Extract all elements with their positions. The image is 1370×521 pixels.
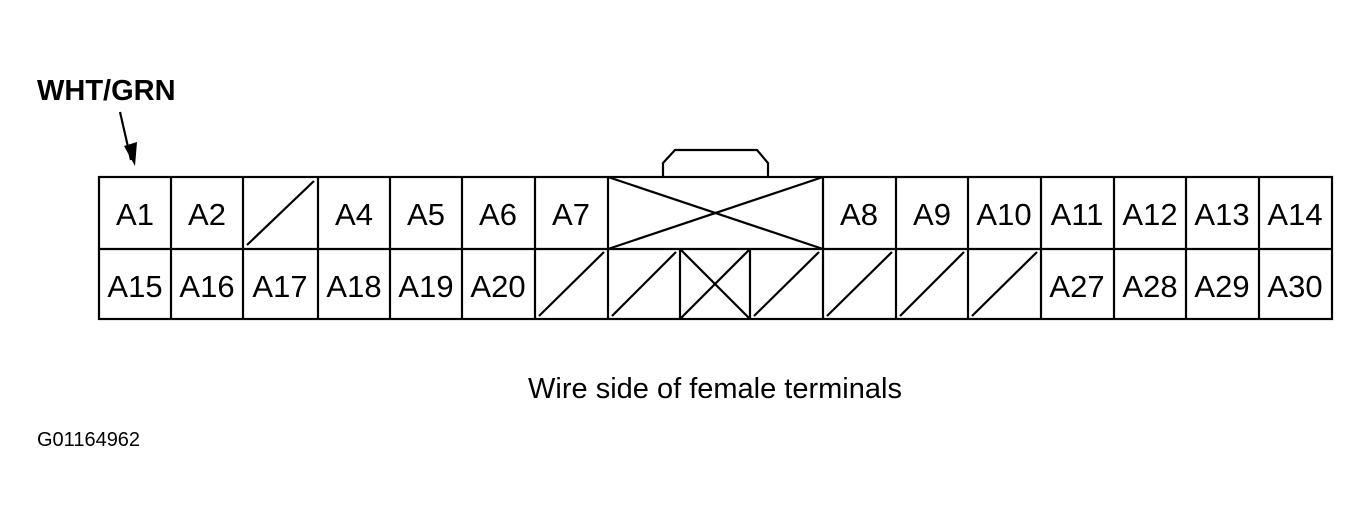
terminal-a28: A28	[1122, 269, 1177, 304]
terminal-a2: A2	[188, 197, 226, 232]
terminal-a9: A9	[913, 197, 951, 232]
terminal-a16: A16	[179, 269, 234, 304]
empty-cavity	[611, 251, 677, 317]
terminal-a7: A7	[552, 197, 590, 232]
blanked-cavity-cross	[607, 175, 824, 251]
empty-cavity	[538, 251, 605, 317]
terminal-a13: A13	[1194, 197, 1249, 232]
empty-cavity	[899, 251, 965, 317]
terminal-a6: A6	[479, 197, 517, 232]
top-row: A1 A2 A4 A5 A6 A7 A8 A9 A10 A11 A12 A13 …	[116, 175, 1323, 251]
connector-latch	[661, 148, 770, 177]
wire-pointer-arrow	[118, 111, 137, 166]
terminal-a12: A12	[1122, 197, 1177, 232]
terminal-a11: A11	[1051, 197, 1104, 232]
terminal-a27: A27	[1049, 269, 1104, 304]
terminal-a1: A1	[116, 197, 154, 232]
terminal-a4: A4	[335, 197, 373, 232]
terminal-a30: A30	[1267, 269, 1322, 304]
bottom-row: A15 A16 A17 A18 A19 A20 A27 A28 A29 A30	[107, 248, 1323, 320]
terminal-a19: A19	[398, 269, 453, 304]
terminal-a18: A18	[326, 269, 381, 304]
terminal-a8: A8	[840, 197, 878, 232]
empty-cavity	[246, 180, 315, 246]
terminal-a10: A10	[976, 197, 1031, 232]
wire-color-label: WHT/GRN	[37, 75, 176, 107]
terminal-a17: A17	[252, 269, 307, 304]
empty-cavity	[753, 251, 820, 317]
diagram-caption: Wire side of female terminals	[528, 373, 902, 405]
empty-cavity	[826, 251, 893, 317]
terminal-a5: A5	[407, 197, 445, 232]
terminal-a20: A20	[470, 269, 525, 304]
terminal-a29: A29	[1194, 269, 1249, 304]
terminal-a14: A14	[1267, 197, 1322, 232]
blanked-cavity-cross	[679, 248, 751, 320]
terminal-a15: A15	[107, 269, 162, 304]
figure-id: G01164962	[37, 429, 140, 451]
empty-cavity	[971, 251, 1038, 317]
